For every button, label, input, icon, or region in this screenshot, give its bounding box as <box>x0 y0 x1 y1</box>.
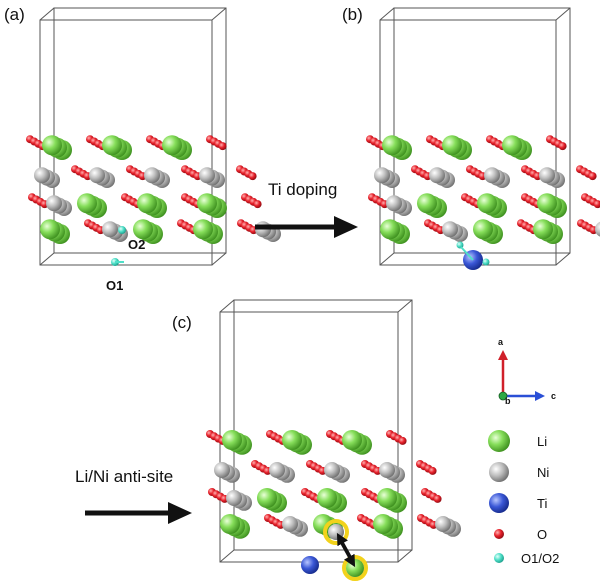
ni-atom <box>282 516 298 532</box>
ni-atom <box>539 167 555 184</box>
li-atom <box>193 219 213 240</box>
ti-o-bond <box>460 246 474 261</box>
anti-site-highlight <box>323 519 349 545</box>
arrow-label-ti-doping: Ti doping <box>268 180 337 199</box>
li-atom <box>282 430 302 450</box>
oxygen-atom <box>558 142 567 151</box>
legend-li-label: Li <box>537 434 547 449</box>
axis-label-b: b <box>505 396 511 406</box>
arrow-ti-doping <box>255 216 358 238</box>
oxygen-atom <box>253 200 262 209</box>
ni-atom <box>89 167 105 184</box>
oxygen-atom <box>398 436 407 445</box>
li-atom <box>40 219 60 240</box>
li-atom <box>373 514 393 534</box>
oxygen-atom <box>218 142 227 151</box>
oxygen-atom <box>593 200 600 209</box>
ni-atom <box>386 195 402 212</box>
li-atom <box>317 488 337 508</box>
ni-atom <box>102 221 118 238</box>
li-atom <box>42 135 62 156</box>
legend-o-swatch <box>494 529 504 539</box>
ni-atom <box>595 221 600 237</box>
ni-atom <box>226 490 242 506</box>
ni-atom <box>46 195 62 212</box>
arrow-label-anti-site: Li/Ni anti-site <box>75 467 173 486</box>
li-atom <box>417 193 437 214</box>
structure-panel-c <box>206 299 461 581</box>
li-atom <box>220 514 240 534</box>
ni-atom <box>429 167 445 184</box>
li-atom <box>137 193 157 214</box>
li-atom <box>342 430 362 450</box>
li-atom <box>382 135 402 156</box>
ni-atom <box>34 167 50 184</box>
site-label-o1: O1 <box>106 278 123 293</box>
oxygen-atom <box>433 494 442 503</box>
li-atom <box>477 193 497 214</box>
ni-atom <box>144 167 160 184</box>
legend-ti-swatch <box>489 493 509 513</box>
panel-label-b: (b) <box>342 5 363 24</box>
oxygen-atom <box>428 466 437 475</box>
oxygen-atom <box>248 172 257 181</box>
li-atom <box>197 193 217 214</box>
ni-atom <box>269 462 285 478</box>
ni-atom <box>214 462 230 478</box>
ni-atom <box>328 524 344 540</box>
legend-ti-label: Ti <box>537 496 547 511</box>
li-atom <box>222 430 242 450</box>
li-atom <box>533 219 553 240</box>
panel-label-c: (c) <box>172 313 192 332</box>
ti-dopant-atom <box>301 556 319 574</box>
li-atom <box>502 135 522 156</box>
ni-atom <box>199 167 215 184</box>
ni-atom <box>324 462 340 478</box>
ni-atom <box>484 167 500 184</box>
li-atom <box>257 488 277 508</box>
ni-atom <box>379 462 395 478</box>
axis-b-dot <box>498 391 508 401</box>
exchange-arrow <box>336 532 354 561</box>
li-atom <box>102 135 122 156</box>
structure-panel-a <box>26 7 281 266</box>
legend-o-label: O <box>537 527 547 542</box>
li-atom <box>346 559 364 577</box>
o2-site-atom <box>118 226 126 234</box>
oxygen-atom <box>588 172 597 181</box>
axis-label-c: c <box>551 391 556 401</box>
li-atom <box>377 488 397 508</box>
legend-ni-label: Ni <box>537 465 549 480</box>
panel-label-a: (a) <box>4 5 25 24</box>
ni-atom <box>374 167 390 184</box>
site-label-o2: O2 <box>128 237 145 252</box>
li-atom <box>442 135 462 156</box>
arrow-anti-site <box>85 502 192 524</box>
legend-o1o2-label: O1/O2 <box>521 551 559 566</box>
ni-atom <box>435 516 451 532</box>
legend-o1o2-swatch <box>494 553 504 563</box>
axis-label-a: a <box>498 337 504 347</box>
structure-panel-b <box>366 7 600 270</box>
legend-li-swatch <box>488 430 510 452</box>
legend: Li Ni Ti O O1/O2 <box>488 430 559 566</box>
li-atom <box>313 514 333 534</box>
legend-ni-swatch <box>489 462 509 482</box>
li-atom <box>380 219 400 240</box>
axis-indicator: a b c <box>498 337 556 406</box>
li-atom <box>537 193 557 214</box>
ni-atom <box>442 221 458 238</box>
li-atom <box>473 219 493 240</box>
li-atom <box>133 219 153 240</box>
li-atom <box>162 135 182 156</box>
li-atom <box>77 193 97 214</box>
o1-site-atom <box>482 258 490 266</box>
